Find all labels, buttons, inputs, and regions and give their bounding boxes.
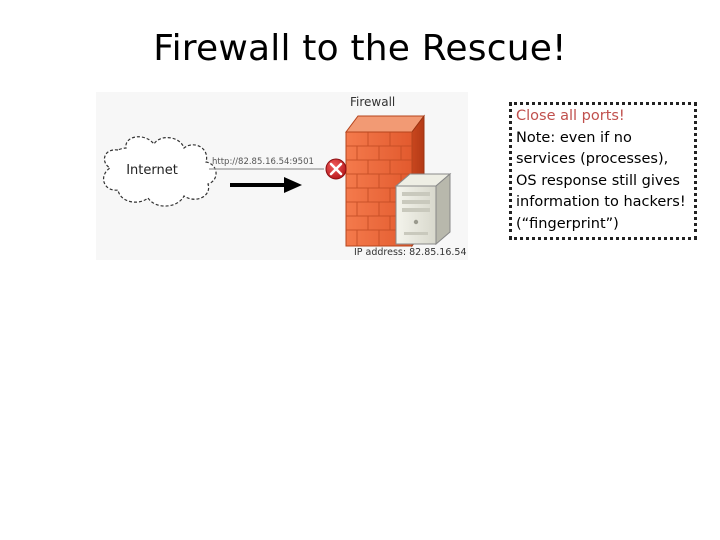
callout-line-5: information to hackers! <box>516 194 686 211</box>
callout-line-6: (“fingerprint”) <box>516 215 619 232</box>
firewall-label: Firewall <box>350 95 395 109</box>
ip-address-label: IP address: 82.85.16.54 <box>354 247 467 258</box>
slide-title: Firewall to the Rescue! <box>153 28 567 69</box>
blocked-x-icon <box>325 158 347 180</box>
callout-line-4: OS response still gives <box>516 172 680 189</box>
arrow-right-icon <box>230 177 302 193</box>
url-label: http://82.85.16.54:9501 <box>212 157 314 167</box>
note-callout-box: Close all ports! Note: even if no servic… <box>509 102 697 240</box>
diagram-canvas: Internet http://82.85.16.54:9501 <box>96 92 468 260</box>
internet-cloud-icon <box>102 136 217 207</box>
internet-label: Internet <box>126 163 178 178</box>
callout-line-2: Note: even if no <box>516 129 632 146</box>
firewall-diagram: Internet http://82.85.16.54:9501 <box>96 92 468 260</box>
callout-line-1: Close all ports! <box>516 108 625 124</box>
callout-line-3: services (processes), <box>516 151 669 168</box>
server-icon <box>394 172 452 246</box>
